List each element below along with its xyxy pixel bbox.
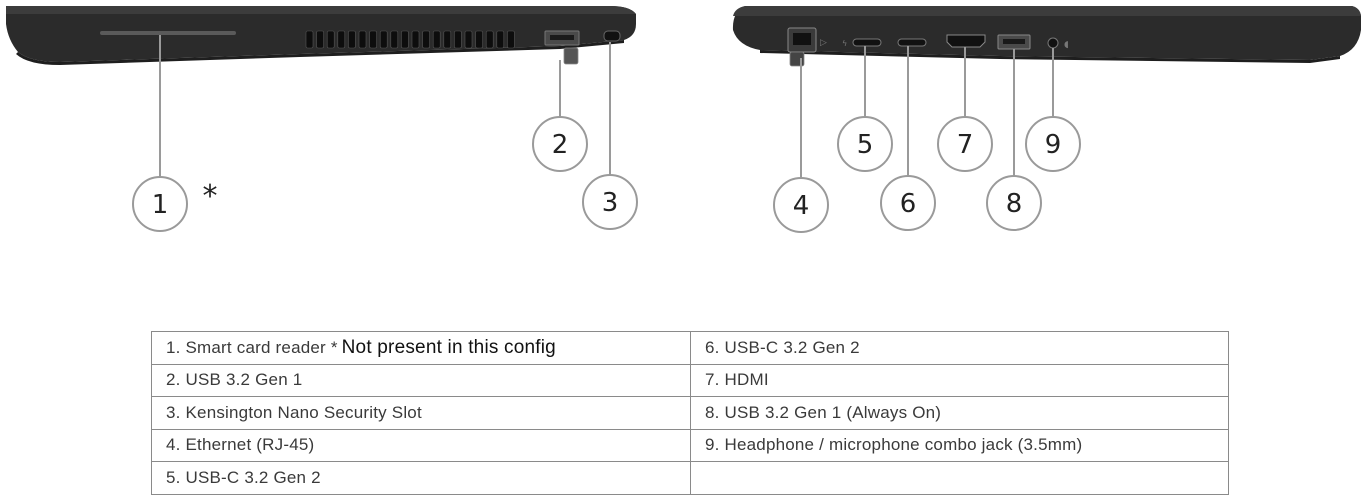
laptop-right-lid-edge bbox=[733, 6, 1361, 16]
laptop-left-side-view bbox=[6, 6, 636, 65]
legend-cell-6: 6. USB-C 3.2 Gen 2 bbox=[690, 331, 1229, 365]
svg-text:9: 9 bbox=[1045, 130, 1062, 160]
legend-cell-4: 4. Ethernet (RJ-45) bbox=[151, 428, 691, 462]
usb-a-port-icon bbox=[544, 30, 580, 65]
laptop-right-bottom-edge bbox=[760, 50, 1340, 63]
usb-c-port-icon bbox=[897, 38, 927, 47]
vent-slot bbox=[369, 30, 377, 49]
smart-card-slot-icon bbox=[100, 31, 236, 35]
vent-slot bbox=[316, 30, 324, 49]
svg-text:4: 4 bbox=[793, 191, 810, 221]
svg-text:◖: ◖ bbox=[1064, 40, 1069, 50]
table-row: 1. Smart card reader *Not present in thi… bbox=[151, 331, 1229, 365]
legend-cell-empty bbox=[690, 461, 1229, 495]
usb-a-port-icon bbox=[997, 34, 1031, 50]
vent-slot bbox=[443, 30, 452, 49]
vent-slot bbox=[390, 30, 399, 49]
callout-4: 4 bbox=[773, 177, 829, 233]
vent-slot bbox=[485, 30, 494, 49]
vent-slot bbox=[507, 30, 515, 49]
svg-text:7: 7 bbox=[957, 130, 974, 160]
laptop-ports-diagram: ▷ ϟ ◖ 1 bbox=[6, 6, 1361, 233]
vent-grille-icon bbox=[305, 30, 515, 49]
laptop-right-body bbox=[732, 6, 1361, 60]
usb-c-port-icon: ϟ bbox=[842, 38, 882, 48]
laptop-left-lid-edge bbox=[6, 6, 636, 14]
vent-slot bbox=[411, 30, 420, 49]
laptop-right-side-view: ▷ ϟ ◖ bbox=[732, 6, 1361, 67]
table-row: 2. USB 3.2 Gen 1 7. HDMI bbox=[151, 363, 1229, 397]
callout-2: 2 bbox=[532, 116, 588, 172]
port-legend-table: 1. Smart card reader *Not present in thi… bbox=[151, 331, 1229, 495]
vent-slot bbox=[401, 30, 409, 49]
svg-text:2: 2 bbox=[552, 130, 569, 160]
legend-cell-8: 8. USB 3.2 Gen 1 (Always On) bbox=[690, 396, 1229, 430]
table-row: 3. Kensington Nano Security Slot 8. USB … bbox=[151, 396, 1229, 430]
svg-text:1: 1 bbox=[152, 190, 169, 220]
callouts: 1 * 2 3 4 5 6 7 8 bbox=[132, 116, 1081, 233]
callout-1: 1 bbox=[132, 176, 188, 232]
vent-slot bbox=[422, 30, 430, 49]
callout-1-asterisk: * bbox=[203, 179, 218, 214]
callout-6: 6 bbox=[880, 175, 936, 231]
legend-cell-9: 9. Headphone / microphone combo jack (3.… bbox=[690, 428, 1229, 462]
table-row: 4. Ethernet (RJ-45) 9. Headphone / micro… bbox=[151, 428, 1229, 462]
callout-9: 9 bbox=[1025, 116, 1081, 172]
vent-slot bbox=[475, 30, 483, 49]
vent-slot bbox=[379, 30, 388, 49]
legend-cell-7: 7. HDMI bbox=[690, 363, 1229, 397]
vent-slot bbox=[464, 30, 473, 49]
legend-cell-2: 2. USB 3.2 Gen 1 bbox=[151, 363, 691, 397]
vent-slot bbox=[454, 30, 462, 49]
callout-3: 3 bbox=[582, 174, 638, 230]
leader-lines bbox=[159, 35, 1054, 178]
vent-slot bbox=[358, 30, 367, 49]
config-note: Not present in this config bbox=[341, 336, 556, 358]
callout-5: 5 bbox=[837, 116, 893, 172]
laptop-left-bottom-edge bbox=[16, 40, 624, 65]
svg-text:5: 5 bbox=[857, 130, 874, 160]
vent-slot bbox=[432, 30, 441, 49]
svg-text:6: 6 bbox=[900, 189, 917, 219]
vent-slot bbox=[348, 30, 356, 49]
svg-text:8: 8 bbox=[1006, 189, 1023, 219]
hdmi-port-icon bbox=[946, 34, 986, 48]
vent-slot bbox=[496, 30, 505, 49]
vent-slot bbox=[305, 30, 314, 49]
callout-8: 8 bbox=[986, 175, 1042, 231]
svg-text:ϟ: ϟ bbox=[842, 39, 847, 48]
lock-slot-icon bbox=[603, 30, 621, 42]
table-row: 5. USB-C 3.2 Gen 2 bbox=[151, 461, 1229, 495]
svg-text:3: 3 bbox=[602, 188, 619, 218]
callout-7: 7 bbox=[937, 116, 993, 172]
svg-text:▷: ▷ bbox=[820, 38, 827, 48]
legend-cell-5: 5. USB-C 3.2 Gen 2 bbox=[151, 461, 691, 495]
legend-cell-3: 3. Kensington Nano Security Slot bbox=[151, 396, 691, 430]
legend-cell-1: 1. Smart card reader *Not present in thi… bbox=[151, 331, 691, 365]
vent-slot bbox=[326, 30, 335, 49]
ethernet-port-icon: ▷ bbox=[787, 27, 827, 67]
vent-slot bbox=[337, 30, 346, 49]
